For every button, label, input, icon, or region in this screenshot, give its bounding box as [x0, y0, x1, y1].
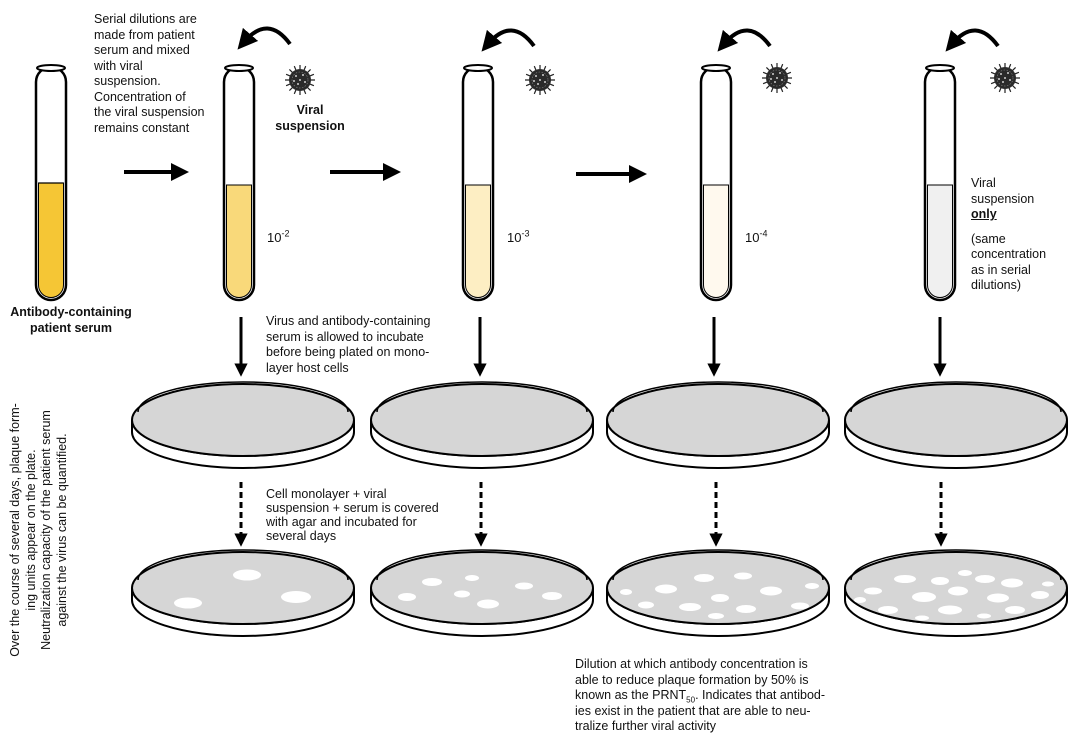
plaques [174, 569, 311, 609]
curved-arrow-icon [237, 26, 292, 50]
dilution-tube-2 [461, 64, 495, 302]
dilution-label-3: 10-4 [745, 228, 768, 245]
control-tube [923, 64, 957, 302]
serum-tube [34, 64, 68, 302]
incubate-note: Virus and antibody-containing serum is a… [266, 314, 431, 375]
monolayer-plate-2 [370, 381, 594, 469]
curved-arrow-icon [717, 28, 772, 52]
plaque-plate-4 [844, 549, 1068, 637]
agar-note: Cell monolayer + viral suspension + seru… [266, 487, 439, 543]
plaques [398, 575, 562, 609]
dilution-tube-1 [222, 64, 256, 302]
plaque-plate-3 [606, 549, 830, 637]
plaques [854, 570, 1054, 621]
curved-arrow-icon [481, 28, 536, 52]
control-label: Viral suspension only (same concentratio… [971, 176, 1047, 292]
dilution-label-1: 10-2 [267, 228, 290, 245]
patient-serum-label: Antibody-containing patient serum [10, 305, 132, 335]
virus-icon [761, 62, 793, 94]
plaque-plate-2 [370, 549, 594, 637]
monolayer-plate-4 [844, 381, 1068, 469]
monolayer-plate-1 [131, 381, 355, 469]
dilution-tube-3 [699, 64, 733, 302]
plaque-note: Over the course of several days, plaque … [8, 403, 69, 657]
virus-icon [989, 62, 1021, 94]
viral-suspension-label: Viral suspension [275, 103, 345, 133]
serial-dilution-note: Serial dilutions are made from patient s… [94, 12, 205, 135]
dilution-label-2: 10-3 [507, 228, 530, 245]
plaques [620, 572, 819, 619]
virus-icon [284, 64, 316, 96]
virus-icon [524, 64, 556, 96]
prnt-note: Dilution at which antibody concentration… [575, 657, 826, 733]
curved-arrow-icon [945, 28, 1000, 52]
monolayer-plate-3 [606, 381, 830, 469]
plaque-plate-1 [131, 549, 355, 637]
